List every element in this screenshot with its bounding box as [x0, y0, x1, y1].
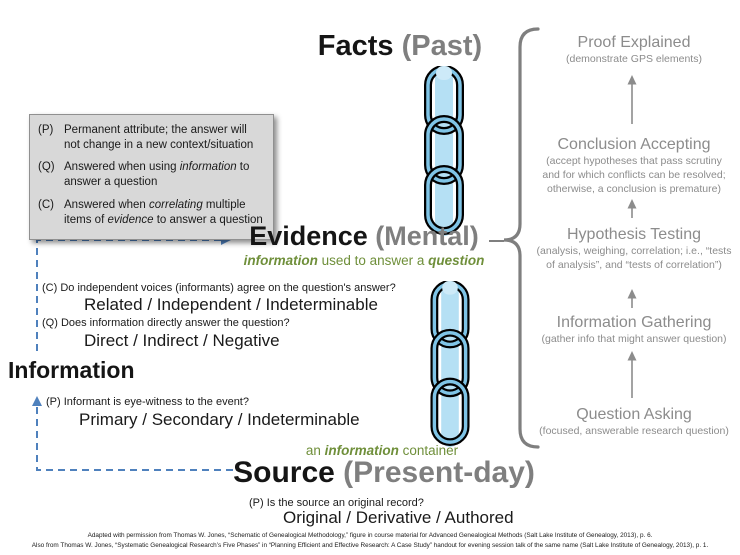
phase-block: Information Gathering (gather info that … — [536, 314, 732, 347]
legend-item: (Q) Answered when using information to a… — [38, 160, 265, 189]
phase-title: Conclusion Accepting — [557, 136, 711, 153]
legend-item-text: Answered when correlating multiple items… — [64, 198, 263, 226]
informant-question: (P) Informant is eye-witness to the even… — [46, 396, 249, 408]
legend-item: (P) Permanent attribute; the answer will… — [38, 123, 265, 152]
citation-line-1: Adapted with permission from Thomas W. J… — [87, 532, 653, 539]
phase-note: (demonstrate GPS elements) — [566, 53, 702, 66]
original-record-question: (P) Is the source an original record? — [249, 497, 424, 509]
original-record-options: Original / Derivative / Authored — [283, 508, 514, 527]
source-heading: Source (Present-day) — [228, 456, 540, 490]
phase-block: Proof Explained (demonstrate GPS element… — [536, 34, 732, 67]
citation-footer: Adapted with permission from Thomas W. J… — [0, 531, 740, 551]
phase-block: Conclusion Accepting (accept hypotheses … — [536, 136, 732, 196]
phase-block: Hypothesis Testing (analysis, weighing, … — [536, 226, 732, 273]
process-dashed-path — [32, 235, 233, 471]
evidence-heading: Evidence (Mental) — [228, 221, 500, 252]
evidence-subtitle: information used to answer a question — [243, 253, 485, 268]
correlation-question: (C) Do independent voices (informants) a… — [42, 282, 396, 294]
facts-heading: Facts (Past) — [280, 30, 520, 63]
legend-item-code: (Q) — [38, 161, 55, 174]
information-heading: Information — [8, 357, 135, 383]
phase-note: (analysis, weighing, correlation; i.e., … — [536, 245, 732, 272]
legend-item-text: Permanent attribute; the answer will not… — [64, 124, 254, 151]
evidence-title: Evidence — [249, 221, 368, 251]
citation-line-2: Also from Thomas W. Jones, “Systematic G… — [31, 542, 709, 549]
chain-facts-evidence — [414, 66, 474, 238]
facts-title: Facts — [317, 30, 394, 62]
research-phases-column: Proof Explained (demonstrate GPS element… — [536, 0, 732, 460]
phase-block: Question Asking (focused, answerable res… — [536, 406, 732, 439]
phase-title: Proof Explained — [577, 34, 691, 51]
phase-title: Information Gathering — [556, 314, 712, 331]
legend-item-code: (C) — [38, 198, 54, 211]
legend-item: (C) Answered when correlating multiple i… — [38, 198, 265, 227]
evidence-paren: (Mental) — [367, 221, 479, 251]
informant-options: Primary / Secondary / Indeterminable — [79, 410, 360, 429]
information-container-label: an information container — [305, 443, 459, 458]
phase-note: (accept hypotheses that pass scrutiny an… — [542, 155, 726, 195]
directness-options: Direct / Indirect / Negative — [84, 331, 280, 350]
phase-title: Question Asking — [576, 406, 692, 423]
phase-note: (gather info that might answer question) — [541, 333, 727, 346]
source-title: Source — [233, 456, 335, 489]
correlation-options: Related / Independent / Indeterminable — [84, 295, 378, 314]
legend-item-text: Answered when using information to answe… — [64, 161, 250, 189]
chain-evidence-source — [420, 281, 480, 447]
phase-title: Hypothesis Testing — [567, 226, 701, 243]
phase-note: (focused, answerable research question) — [539, 425, 729, 438]
source-paren: (Present-day) — [334, 456, 535, 489]
evidence-block: Evidence (Mental) information used to an… — [228, 221, 500, 268]
legend-item-code: (P) — [38, 124, 54, 136]
directness-question: (Q) Does information directly answer the… — [42, 317, 290, 329]
facts-paren: (Past) — [393, 30, 483, 62]
